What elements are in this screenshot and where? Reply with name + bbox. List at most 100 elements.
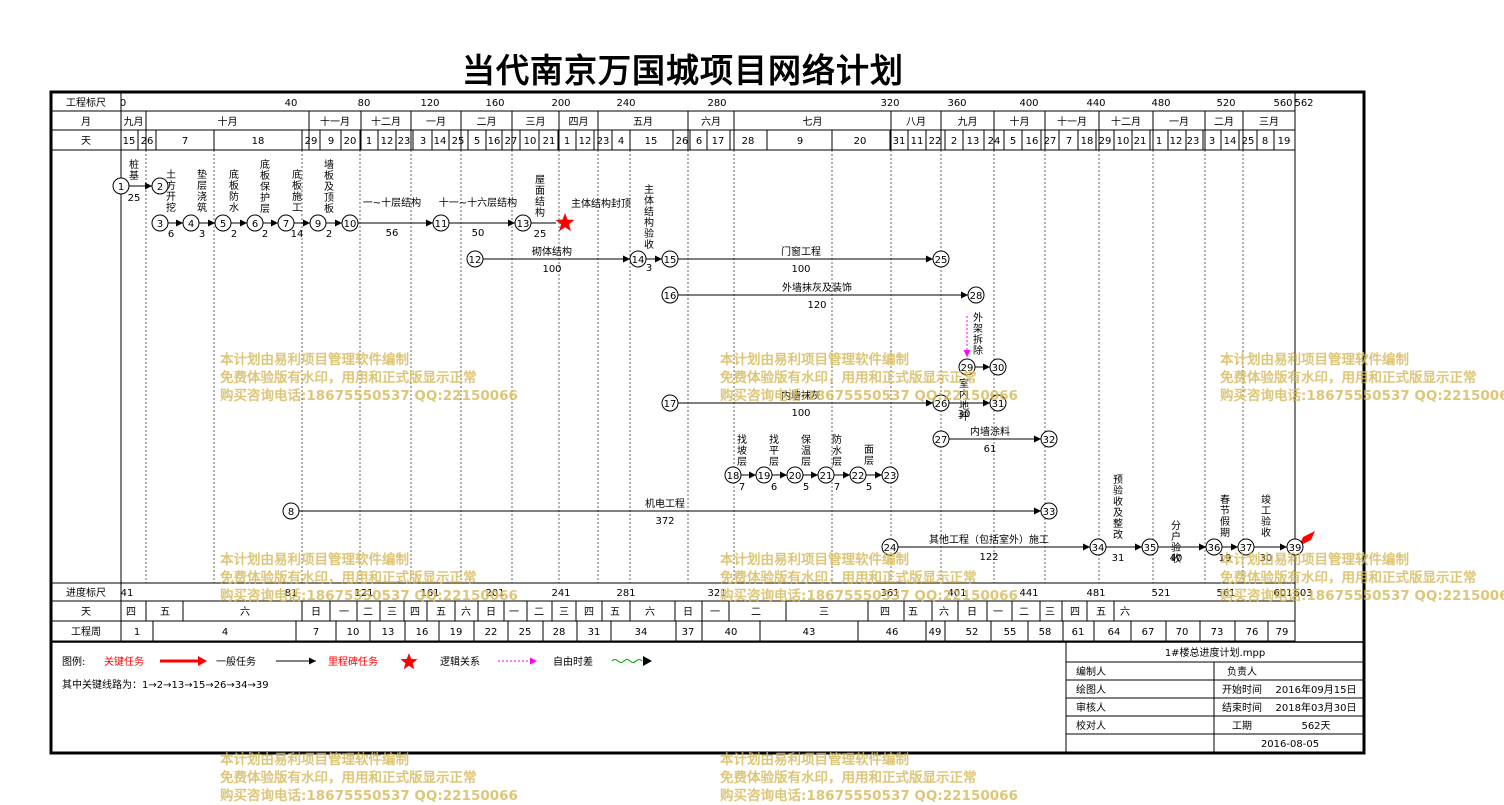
task-duration: 7 [739, 482, 745, 493]
task-duration: 30 [1260, 553, 1273, 564]
week-label: 19 [450, 627, 463, 638]
node-37 [1237, 538, 1255, 556]
task-label-char: 层 [801, 456, 811, 468]
weekday-label: 四 [1070, 607, 1080, 618]
day-label: 31 [893, 136, 906, 147]
day-label: 29 [305, 136, 318, 147]
weekday-label: 六 [240, 606, 250, 618]
progress-label: 121 [354, 588, 373, 599]
day-label: 23 [1187, 136, 1200, 147]
day-label: 3 [1209, 136, 1215, 147]
day-label: 9 [797, 136, 803, 147]
month-label: 八月 [906, 116, 926, 128]
month-label: 二月 [477, 116, 497, 128]
day-label: 29 [1099, 136, 1112, 147]
day-label: 10 [524, 136, 537, 147]
day-label: 20 [344, 136, 357, 147]
month-label: 七月 [803, 116, 823, 128]
legend-milestone-label: 里程碑任务 [328, 655, 378, 668]
node-12 [466, 250, 484, 268]
weekday-label: 日 [311, 607, 321, 618]
row-label: 月 [81, 116, 91, 128]
day-label: 7 [182, 136, 188, 147]
task-label-char: 平 [769, 446, 779, 457]
day-label: 14 [1224, 136, 1237, 147]
task-label-char: 除 [973, 344, 983, 357]
task-label-char: 拆 [973, 333, 983, 346]
node-label: 1 [118, 182, 124, 193]
node-label: 22 [852, 471, 865, 482]
task-duration: 19 [1219, 553, 1232, 564]
month-label: 九月 [958, 116, 978, 128]
month-label: 三月 [526, 116, 546, 128]
weekday-label: 六 [939, 606, 949, 618]
node-label: 2 [157, 182, 163, 193]
task-label-char: 验 [1171, 541, 1181, 554]
task-label-char: 挖 [166, 201, 176, 214]
progress-label: 41 [121, 588, 134, 599]
task-label-char: 底 [229, 168, 239, 181]
weekday-label: 五 [610, 607, 620, 618]
day-label: 11 [911, 136, 924, 147]
task-label-char: 找 [737, 433, 747, 446]
task-label-char: 验 [1261, 515, 1271, 528]
weekday-label: 六 [645, 606, 655, 618]
task-label-char: 层 [737, 456, 747, 468]
progress-label: 321 [707, 588, 726, 599]
node-22 [849, 466, 867, 484]
weekday-label: 五 [1096, 607, 1106, 618]
weekday-label: 三 [559, 607, 569, 618]
task-duration: 2 [326, 229, 332, 240]
task-label-char: 节 [1220, 505, 1230, 517]
task-duration: 6 [771, 482, 777, 493]
legend-critical-label: 关键任务 [104, 655, 144, 668]
day-label: 23 [597, 136, 610, 147]
task-label-char: 保 [801, 433, 811, 446]
task-duration: 40 [1170, 553, 1183, 564]
legend-free-label: 自由时差 [553, 655, 593, 668]
node-label: 12 [469, 255, 482, 266]
task-label-char: 架 [973, 323, 983, 335]
week-label: 73 [1211, 627, 1224, 638]
row-label: 进度标尺 [66, 586, 106, 599]
node-label: 9 [315, 219, 321, 230]
week-label: 16 [416, 627, 429, 638]
task-duration: 61 [984, 444, 997, 455]
task-duration: 3 [646, 263, 652, 274]
task-label-char: 验 [644, 227, 654, 240]
task-label-char: 层 [864, 455, 874, 467]
node-label: 7 [283, 219, 289, 230]
day-label: 15 [123, 136, 136, 147]
scale-label: 440 [1086, 98, 1105, 109]
task-label-char: 方 [166, 179, 176, 192]
task-label-char: 室 [959, 377, 969, 390]
node-32 [1040, 430, 1058, 448]
month-label: 十一月 [1057, 115, 1087, 128]
node-30 [989, 358, 1007, 376]
node-4 [182, 214, 200, 232]
node-label: 32 [1043, 435, 1056, 446]
task-duration: 50 [472, 228, 485, 239]
progress-label: 201 [485, 588, 504, 599]
progress-label: 241 [551, 588, 570, 599]
task-label: 砌体结构 [532, 245, 572, 258]
node-label: 19 [758, 471, 771, 482]
weekday-label: 六 [1120, 606, 1130, 618]
progress-label: 441 [1019, 588, 1038, 599]
node-31 [989, 394, 1007, 412]
task-label-char: 底 [292, 168, 302, 181]
task-label-char: 户 [1171, 530, 1181, 543]
task-label-char: 主 [644, 184, 654, 196]
task-duration: 31 [1112, 553, 1125, 564]
day-label: 12 [579, 136, 592, 147]
month-label: 九月 [124, 116, 144, 128]
node-label: 10 [344, 219, 357, 230]
day-label: 27 [1044, 136, 1057, 147]
task-label-char: 及 [1113, 507, 1123, 519]
task-duration: 372 [655, 516, 674, 527]
day-label: 1 [564, 136, 570, 147]
node-label: 5 [220, 219, 226, 230]
legend-title: 图例: [62, 655, 85, 668]
task-label-char: 基 [129, 169, 139, 182]
day-label: 14 [434, 136, 447, 147]
